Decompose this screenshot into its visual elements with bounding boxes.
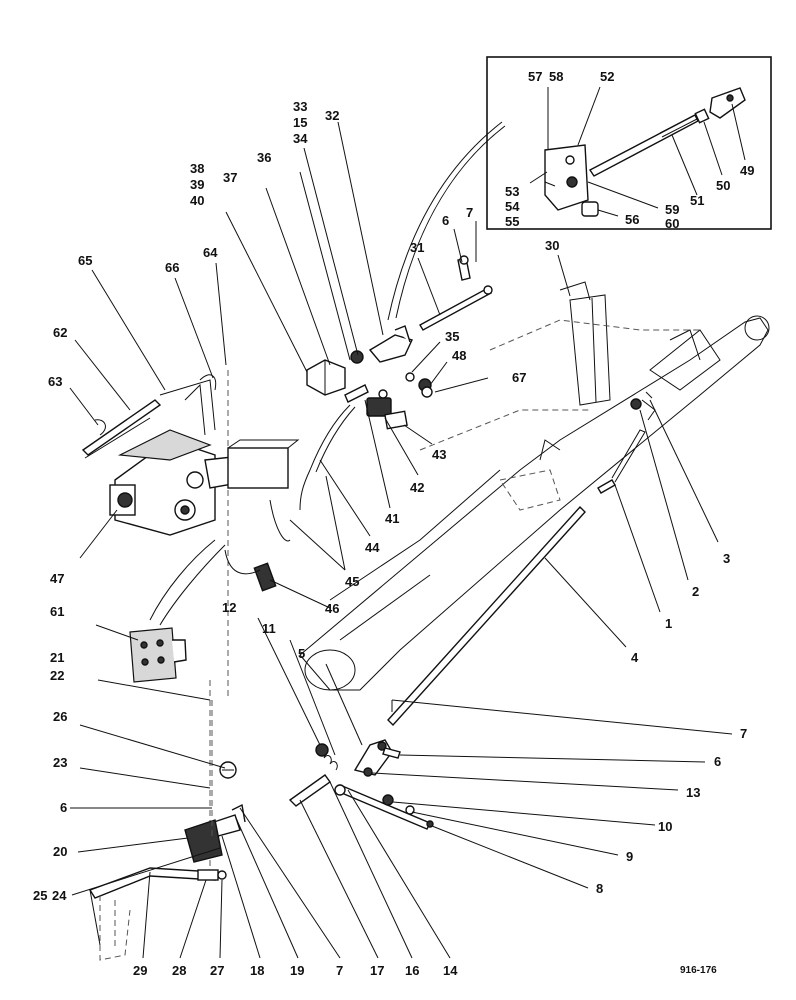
callout-58: 58 <box>549 69 563 84</box>
callout-46: 46 <box>325 601 339 616</box>
callout-11: 11 <box>262 621 276 636</box>
callout-48: 48 <box>452 348 466 363</box>
callout-18: 18 <box>250 963 264 978</box>
leader-lines <box>69 121 733 959</box>
callout-15: 15 <box>293 115 307 130</box>
callout-12: 12 <box>222 600 236 615</box>
callout-8: 8 <box>596 881 603 896</box>
callout-50: 50 <box>716 178 730 193</box>
callout-38: 38 <box>190 161 204 176</box>
callout-37: 37 <box>223 170 237 185</box>
callout-60: 60 <box>665 216 679 231</box>
callout-22: 22 <box>50 668 64 683</box>
callout-31: 31 <box>410 240 424 255</box>
callout-6-left: 6 <box>60 800 67 815</box>
callout-53: 53 <box>505 184 519 199</box>
callout-65: 65 <box>78 253 92 268</box>
callout-3: 3 <box>723 551 730 566</box>
callout-49: 49 <box>740 163 754 178</box>
inset-detail <box>486 56 772 230</box>
callout-35: 35 <box>445 329 459 344</box>
callout-7-top: 7 <box>466 205 473 220</box>
callout-1: 1 <box>665 616 672 631</box>
lower-linkage <box>88 700 434 961</box>
callout-28: 28 <box>172 963 186 978</box>
callout-66: 66 <box>165 260 179 275</box>
callout-24: 24 <box>52 888 67 903</box>
callout-32: 32 <box>325 108 339 123</box>
callout-29: 29 <box>133 963 147 978</box>
callout-27: 27 <box>210 963 224 978</box>
callout-labels: 57 58 52 53 54 55 56 59 60 51 50 49 33 1… <box>33 69 754 978</box>
tractor-frame <box>299 281 770 691</box>
callout-42: 42 <box>410 480 424 495</box>
callout-41: 41 <box>385 511 399 526</box>
callout-57: 57 <box>528 69 542 84</box>
callout-51: 51 <box>690 193 704 208</box>
callout-56: 56 <box>625 212 639 227</box>
callout-23: 23 <box>53 755 67 770</box>
linkage-rods <box>387 391 656 727</box>
callout-7-bottom: 7 <box>336 963 343 978</box>
callout-54: 54 <box>505 199 520 214</box>
callout-16: 16 <box>405 963 419 978</box>
callout-9: 9 <box>626 849 633 864</box>
callout-4: 4 <box>631 650 639 665</box>
callout-36: 36 <box>257 150 271 165</box>
callout-63: 63 <box>48 374 62 389</box>
upper-parts <box>299 255 493 511</box>
callout-61: 61 <box>50 604 64 619</box>
callout-30: 30 <box>545 238 559 253</box>
callout-47: 47 <box>50 571 64 586</box>
callout-26: 26 <box>53 709 67 724</box>
callout-19: 19 <box>290 963 304 978</box>
callout-39: 39 <box>190 177 204 192</box>
callout-59: 59 <box>665 202 679 217</box>
callout-6-right: 6 <box>714 754 721 769</box>
callout-10: 10 <box>658 819 672 834</box>
callout-67: 67 <box>512 370 526 385</box>
callout-6-top: 6 <box>442 213 449 228</box>
callout-7-right: 7 <box>740 726 747 741</box>
inset-pointer-line <box>387 121 503 321</box>
callout-14: 14 <box>443 963 458 978</box>
callout-13: 13 <box>686 785 700 800</box>
callout-43: 43 <box>432 447 446 462</box>
callout-5: 5 <box>298 646 305 661</box>
callout-55: 55 <box>505 214 519 229</box>
callout-33: 33 <box>293 99 307 114</box>
callout-34: 34 <box>293 131 308 146</box>
figure-code: 916-176 <box>680 965 717 976</box>
callout-20: 20 <box>53 844 67 859</box>
callout-40: 40 <box>190 193 204 208</box>
callout-2: 2 <box>692 584 699 599</box>
callout-52: 52 <box>600 69 614 84</box>
valve-assembly <box>81 370 300 870</box>
callout-21: 21 <box>50 650 64 665</box>
callout-64: 64 <box>203 245 218 260</box>
callout-17: 17 <box>370 963 384 978</box>
callout-44: 44 <box>365 540 380 555</box>
callout-62: 62 <box>53 325 67 340</box>
callout-45: 45 <box>345 574 359 589</box>
callout-25: 25 <box>33 888 47 903</box>
